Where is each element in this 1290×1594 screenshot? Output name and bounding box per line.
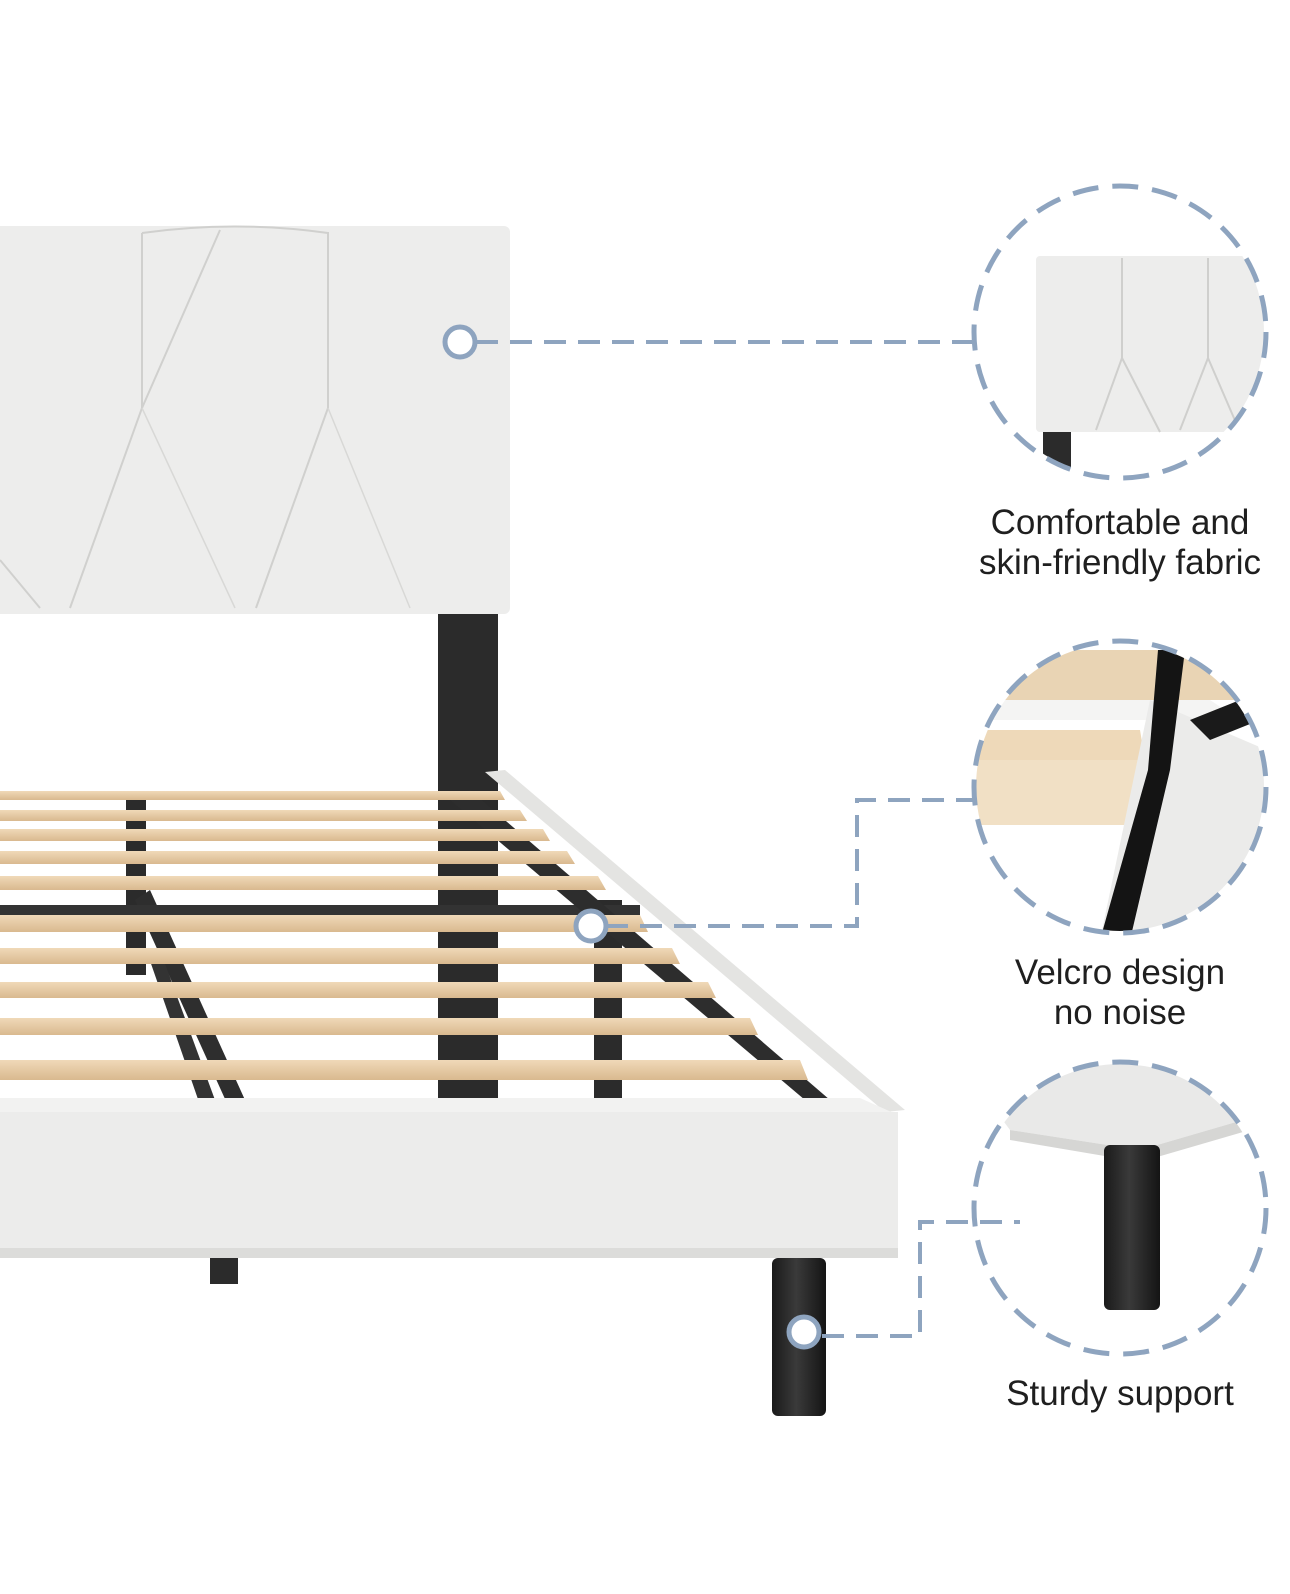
rear-leg	[210, 1258, 238, 1284]
center-beam	[135, 890, 245, 1110]
support-leg-detail-icon	[971, 1059, 1269, 1357]
caption-support-line-1: Sturdy support	[1006, 1374, 1234, 1413]
velcro-strap-detail-icon	[971, 638, 1269, 936]
callout-dot-support	[786, 1314, 822, 1350]
caption-velcro-line-2: no noise	[1053, 993, 1187, 1032]
headboard	[0, 225, 510, 614]
callout-lines	[476, 340, 1020, 1338]
side-rail	[485, 770, 905, 1112]
callout-line-support	[822, 1220, 1020, 1338]
caption-fabric-line-2: skin-friendly fabric	[978, 543, 1262, 582]
caption-fabric-line-1: Comfortable and	[990, 503, 1250, 542]
callout-dot-velcro	[573, 908, 609, 944]
callout-dots	[442, 324, 822, 1350]
callout-line-velcro	[606, 798, 1015, 928]
wood-slats	[0, 791, 808, 1080]
headboard-detail-icon	[971, 183, 1269, 481]
caption-velcro: Velcro design no noise	[950, 953, 1290, 1033]
caption-fabric: Comfortable and skin-friendly fabric	[950, 503, 1290, 583]
caption-velcro-line-1: Velcro design	[1014, 953, 1226, 992]
foot-rail-top	[0, 1098, 898, 1115]
foot-rail	[0, 1112, 898, 1258]
bed-frame	[0, 225, 905, 1416]
callout-dot-fabric	[442, 324, 478, 360]
caption-support: Sturdy support	[950, 1374, 1290, 1414]
